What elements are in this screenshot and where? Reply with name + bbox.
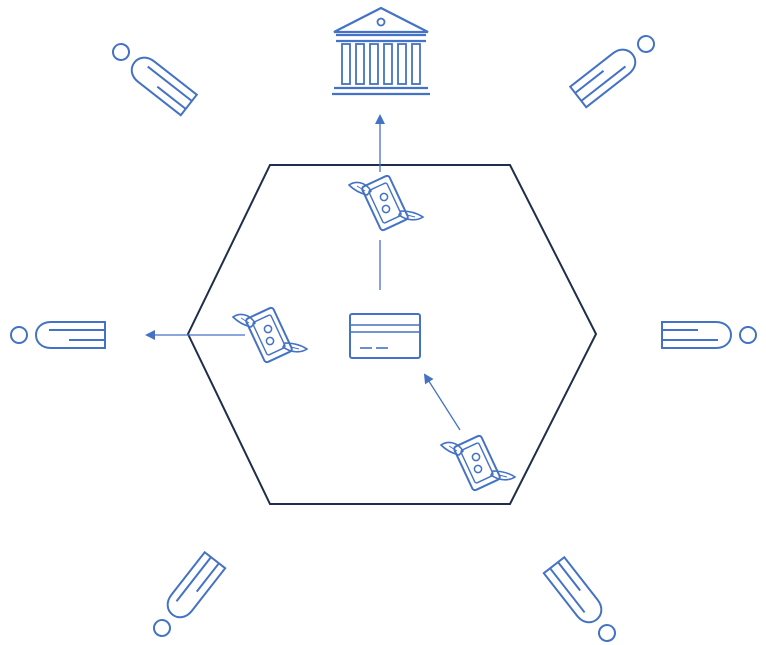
flying-money-icon [348,173,424,233]
person-icon [10,321,106,349]
person-icon [661,321,757,349]
bank-icon [332,6,430,96]
person-icon [145,551,227,644]
person-icon [542,556,624,645]
person-icon [569,27,662,109]
person-icon [105,35,198,117]
hexagon-boundary [186,164,598,505]
flow-arrow-to-card [423,373,461,431]
credit-card-icon [349,313,421,359]
flying-money-icon [440,433,516,493]
